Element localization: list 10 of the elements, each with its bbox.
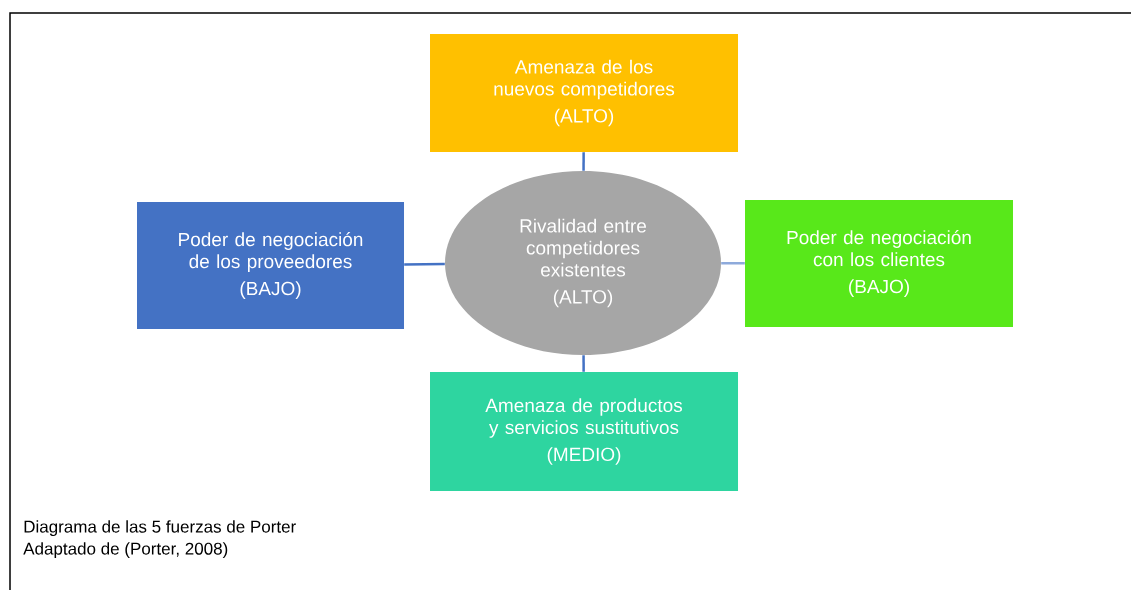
force-box: Poder de negociación de los proveedores (BAJO) [137,202,404,329]
connector-line [721,262,745,265]
caption: Diagrama de las 5 fuerzas de Porter [24,520,296,537]
force-box: Poder de negociación con los clientes (BAJO) [745,200,1013,327]
connector-line [582,152,585,171]
force-box: Amenaza de productos y servicios sustitutivos (MEDIO) [430,372,738,491]
source-note: Adaptado de (Porter, 2008) [23,542,228,559]
force-box: Amenaza de los nuevos competidores (ALTO) [430,34,738,152]
connector-line [404,262,445,266]
connector-line [582,355,585,372]
